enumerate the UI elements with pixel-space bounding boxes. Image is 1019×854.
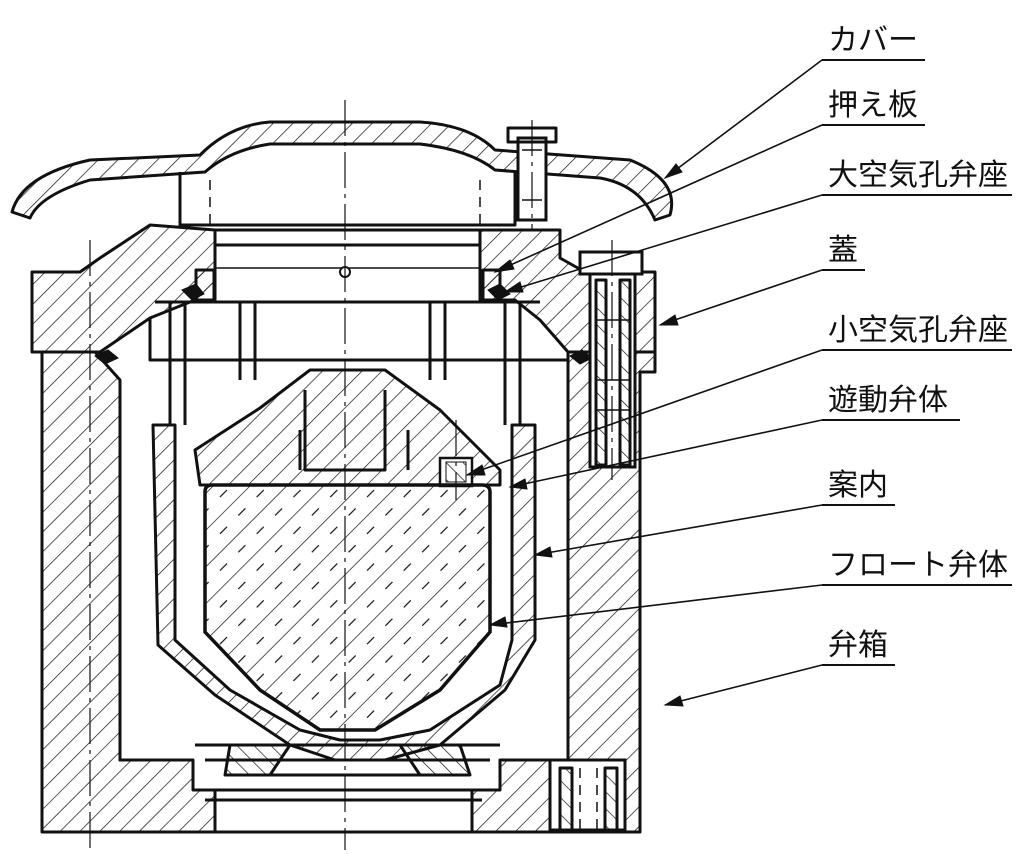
label-guide: 案内 — [828, 468, 888, 503]
bottom-seat-part — [195, 743, 500, 777]
label-small-air-hole-seat: 小空気孔弁座 — [828, 313, 1008, 348]
large-air-hole-seat-part — [181, 283, 511, 301]
valve-box-part — [40, 350, 657, 834]
label-large-air-hole-seat: 大空気孔弁座 — [828, 158, 1008, 193]
label-free-valve-body: 遊動弁体 — [828, 383, 948, 418]
label-float-valve-body: フロート弁体 — [828, 548, 1008, 583]
float-valve-body-part — [203, 483, 492, 732]
label-retainer-plate: 押え板 — [828, 88, 918, 123]
centerlines — [89, 100, 613, 850]
part-labels: カバー 押え板 大空気孔弁座 蓋 小空気孔弁座 遊動弁体 案内 フロート弁体 弁… — [828, 23, 1008, 663]
label-cover: カバー — [828, 23, 918, 58]
leader-lines — [465, 59, 823, 707]
label-valve-box: 弁箱 — [828, 628, 888, 663]
cover-part — [10, 120, 674, 227]
label-lid: 蓋 — [828, 233, 858, 268]
label-underlines — [822, 59, 1012, 666]
guide-part — [151, 300, 540, 762]
free-valve-body-part — [193, 368, 502, 488]
